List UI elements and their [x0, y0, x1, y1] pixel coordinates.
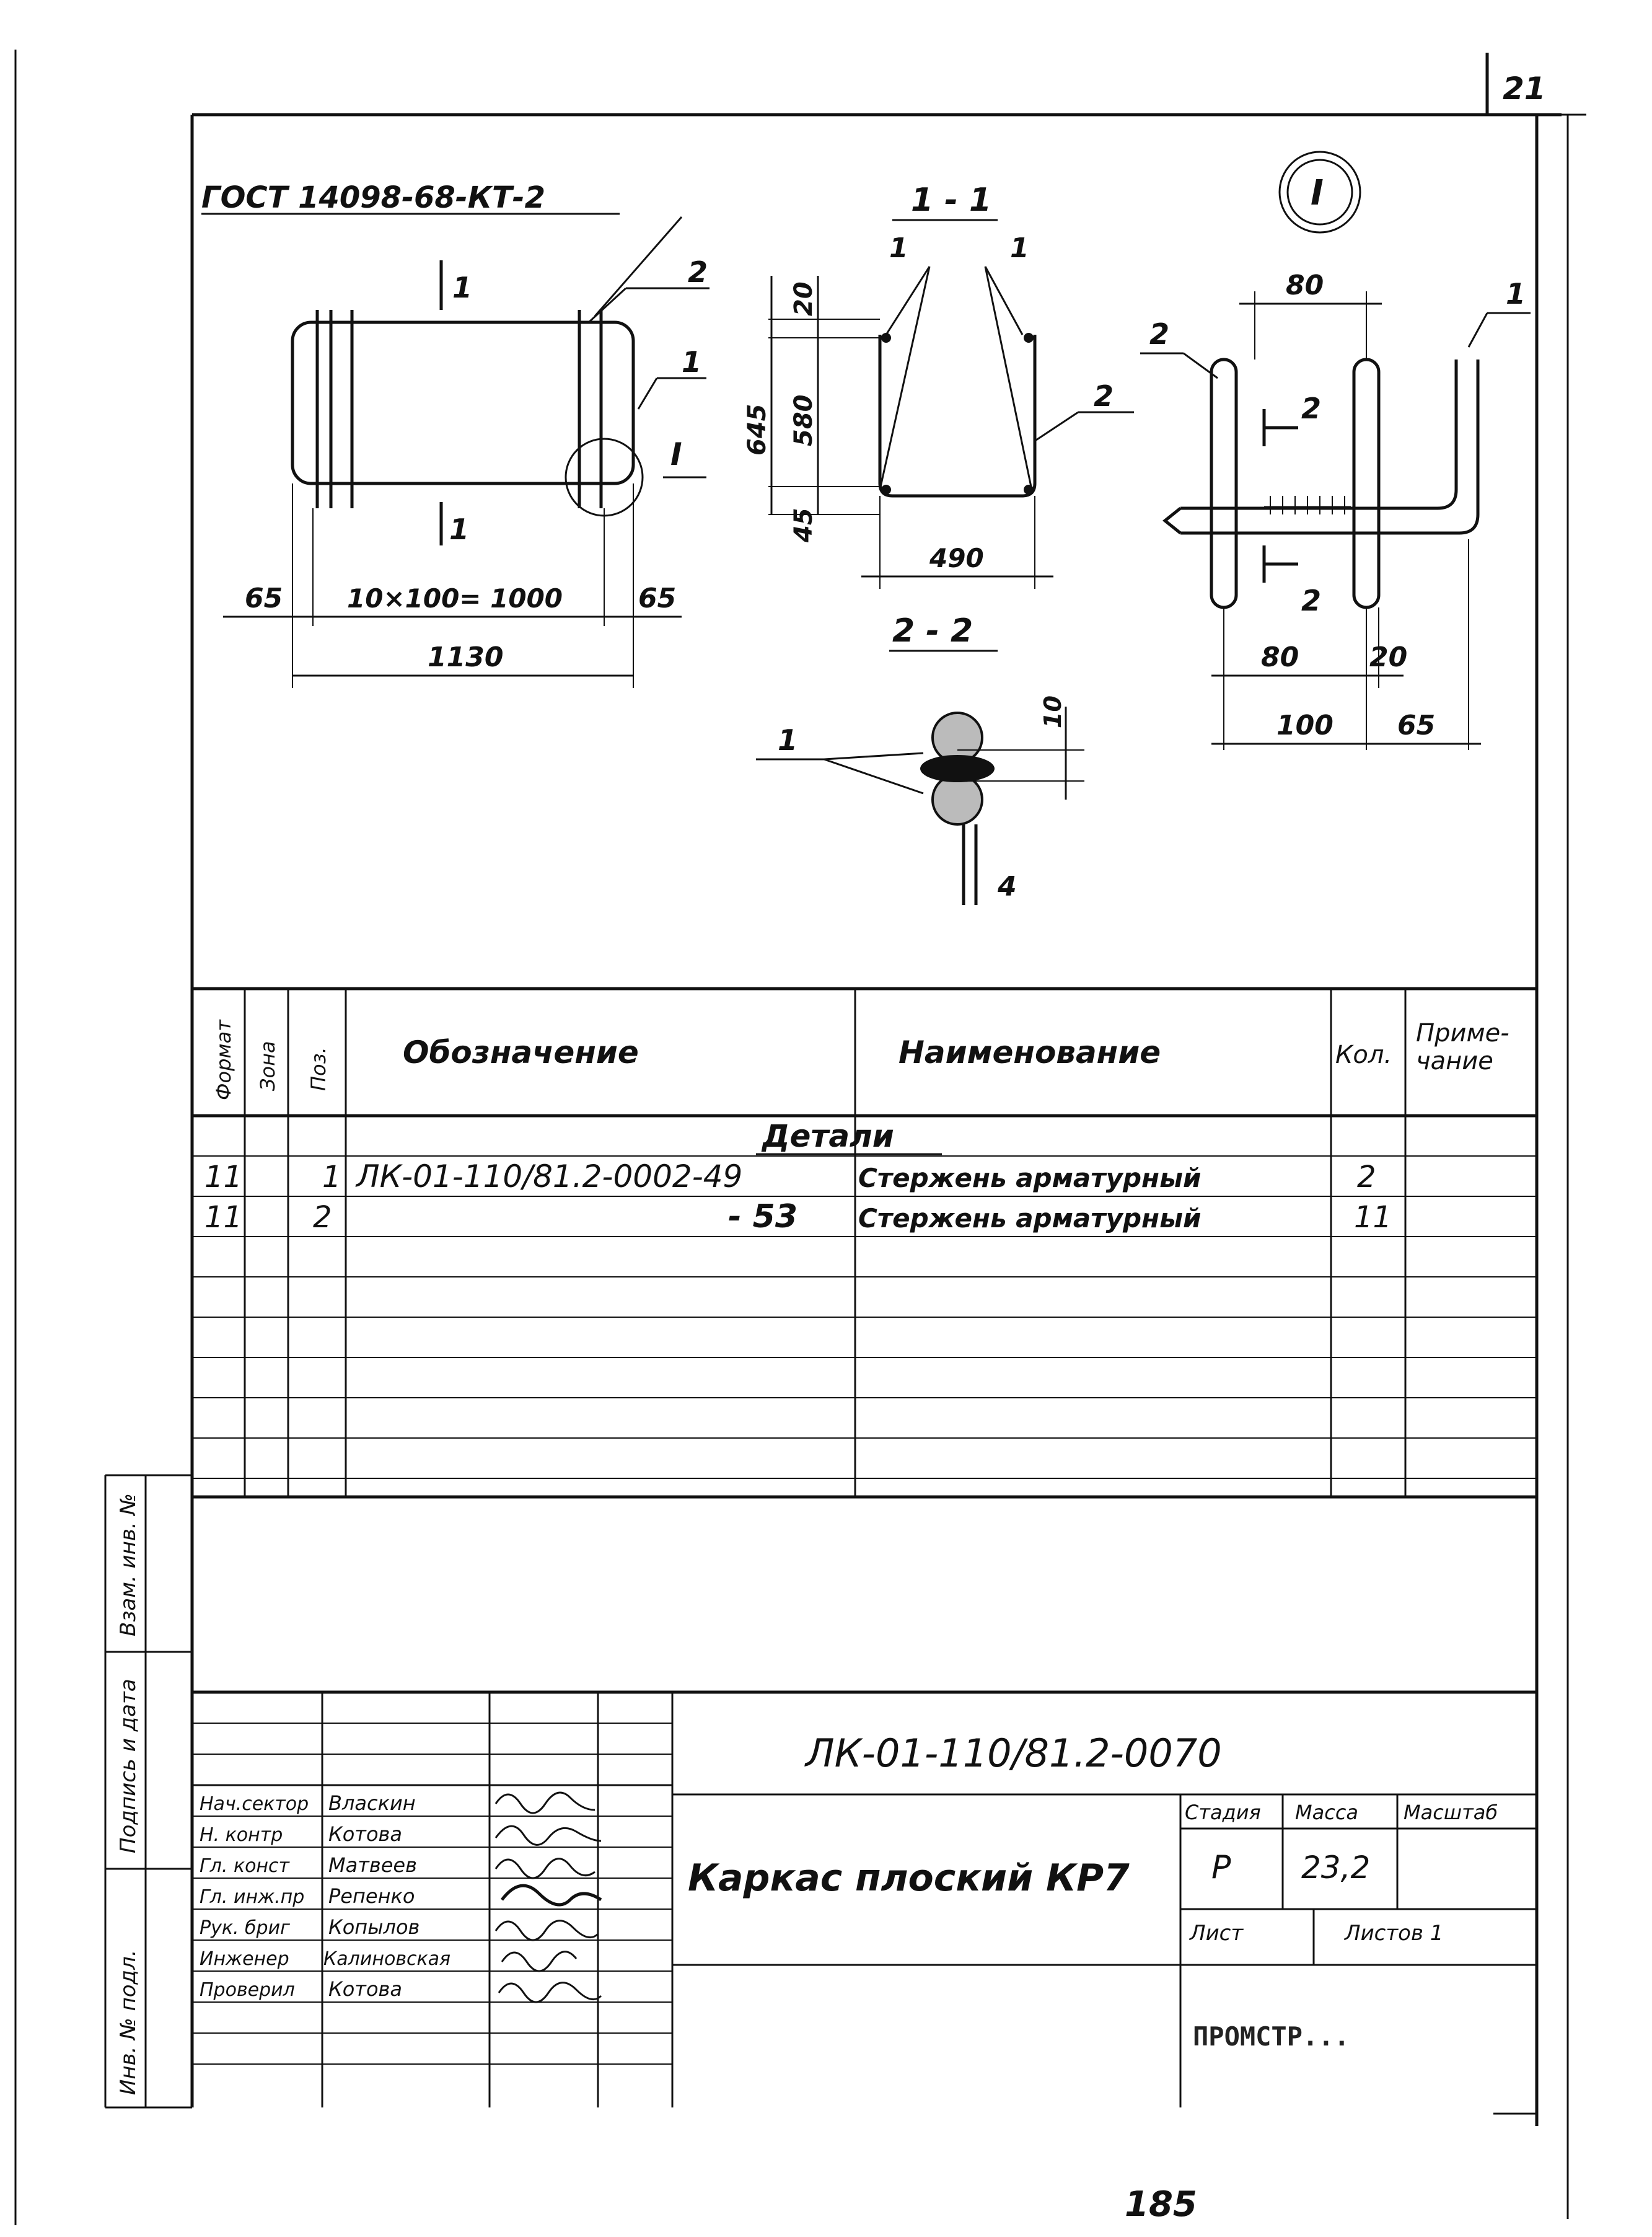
side-stamp: Взам. инв. № Подпись и дата Инв. № подл. [104, 1474, 192, 2109]
doc-code: ЛК-01-110/81.2-0070 [804, 1731, 1222, 1776]
table-row: 11 2 - 53 Стержень арматурный 11 [204, 1198, 1392, 1235]
dim-10: 10 [1039, 695, 1066, 728]
header-qty: Кол. [1335, 1041, 1392, 1069]
section-title: Детали [761, 1118, 894, 1154]
stamp-vzam: Взам. инв. № [116, 1493, 141, 1636]
person-name: Матвеев [328, 1853, 417, 1877]
gost-label: ГОСТ 14098-68-КТ-2 [201, 180, 545, 215]
sheet-frame [14, 50, 1586, 2225]
detail-ref-plan: I [670, 436, 682, 472]
dim-65-right: 65 [638, 583, 676, 614]
person-name: Котова [328, 1977, 402, 2001]
role: Гл. инж.пр [200, 1886, 304, 1908]
cut-2-bottom: 2 [1301, 584, 1321, 617]
section-1-1-title: 1 - 1 [911, 182, 991, 219]
header-zone: Зона [256, 1041, 279, 1091]
dim-580: 580 [789, 395, 818, 447]
organization: ПРОМСТР... [1193, 2021, 1350, 2052]
pos-label-2-section: 2 [1094, 379, 1114, 413]
dim-45: 45 [789, 508, 818, 543]
pos-label-4: 4 [997, 871, 1017, 902]
role: Нач.сектор [200, 1793, 309, 1815]
role: Гл. конст [200, 1855, 291, 1877]
pos-label-1-22: 1 [778, 723, 797, 757]
row-designation: ЛК-01-110/81.2-0002-49 [355, 1158, 742, 1194]
dim-1000: 10×100= 1000 [347, 583, 563, 614]
sheets-label: Листов 1 [1343, 1921, 1443, 1946]
pos-label-1-plan: 1 [682, 345, 701, 379]
dim-645: 645 [743, 404, 771, 456]
pos-label-1b: 1 [1010, 232, 1029, 264]
header-designation: Обозначение [403, 1035, 639, 1070]
cut-label-bottom: 1 [449, 513, 469, 546]
dim-490: 490 [929, 543, 984, 573]
dim-20-detail: 20 [1369, 642, 1407, 673]
row-format: 11 [204, 1200, 242, 1235]
cut-2-top: 2 [1301, 392, 1321, 425]
pos-label-1-detail: 1 [1506, 277, 1526, 311]
row-pos: 1 [322, 1160, 341, 1194]
stage-value: Р [1211, 1849, 1231, 1886]
detail-mark: I [1311, 173, 1324, 213]
table-row: 11 1 ЛК-01-110/81.2-0002-49 Стержень арм… [204, 1158, 1376, 1194]
header-name: Наименование [898, 1035, 1161, 1070]
person-name: Репенко [328, 1884, 415, 1908]
row-qty: 2 [1357, 1160, 1376, 1194]
section-1-1: 1 - 1 1 1 2 20 580 645 45 490 [743, 182, 1134, 589]
stamp-inv: Инв. № подл. [116, 1949, 141, 2095]
plan-view: ГОСТ 14098-68-КТ-2 1 1 2 1 I 65 10×100= … [201, 180, 710, 688]
scale-label: Масштаб [1404, 1801, 1498, 1824]
section-2-2: 2 - 2 1 10 4 [756, 612, 1084, 905]
header-format: Формат [212, 1019, 235, 1100]
dim-65-detail: 65 [1397, 710, 1435, 741]
title-block: ЛК-01-110/81.2-0070 Каркас плоский КР7 С… [192, 1690, 1537, 2107]
section-2-2-title: 2 - 2 [892, 612, 973, 650]
mass-label: Масса [1295, 1801, 1358, 1824]
pos-label-2-plan: 2 [688, 255, 708, 289]
header-note-2: чание [1416, 1047, 1493, 1075]
handwritten-signatures [494, 1791, 602, 2003]
role: Н. контр [200, 1824, 283, 1846]
pos-label-1a: 1 [889, 232, 908, 264]
signatures-list: Нач.сектор Власкин Н. контр Котова Гл. к… [200, 1791, 450, 2001]
footer-page-number: 185 [1125, 2184, 1197, 2225]
person-name: Калиновская [323, 1948, 450, 1970]
stage-label: Стадия [1185, 1801, 1261, 1824]
pos-label-2-detail: 2 [1149, 317, 1169, 351]
role: Инженер [200, 1948, 289, 1970]
person-name: Власкин [328, 1791, 416, 1815]
row-pos: 2 [313, 1200, 332, 1235]
dim-100: 100 [1276, 710, 1333, 741]
cut-label-top: 1 [452, 271, 472, 304]
mass-value: 23,2 [1301, 1850, 1370, 1886]
row-format: 11 [204, 1160, 242, 1194]
spec-table: Формат Зона Поз. Обозначение Наименовани… [192, 987, 1537, 1499]
dim-1130: 1130 [428, 642, 503, 673]
row-name: Стержень арматурный [858, 1163, 1202, 1193]
dim-80-top: 80 [1286, 270, 1324, 301]
row-qty: 11 [1354, 1200, 1392, 1235]
detail-I: I 80 2 1 2 2 [1140, 151, 1531, 750]
stamp-signature: Подпись и дата [116, 1679, 141, 1853]
header-note-1: Приме- [1416, 1019, 1509, 1048]
dim-20-section: 20 [789, 281, 818, 316]
person-name: Копылов [328, 1915, 420, 1939]
sheet-label: Лист [1188, 1921, 1244, 1946]
dim-80-bottom: 80 [1261, 642, 1299, 673]
person-name: Котова [328, 1822, 402, 1846]
role: Рук. бриг [200, 1917, 290, 1939]
header-pos: Поз. [307, 1047, 330, 1091]
sheet-number: 21 [1503, 71, 1546, 107]
row-designation: - 53 [728, 1198, 797, 1235]
dim-65-left: 65 [245, 583, 283, 614]
role: Проверил [200, 1979, 295, 2001]
doc-title: Каркас плоский КР7 [688, 1856, 1130, 1900]
row-name: Стержень арматурный [858, 1203, 1202, 1233]
